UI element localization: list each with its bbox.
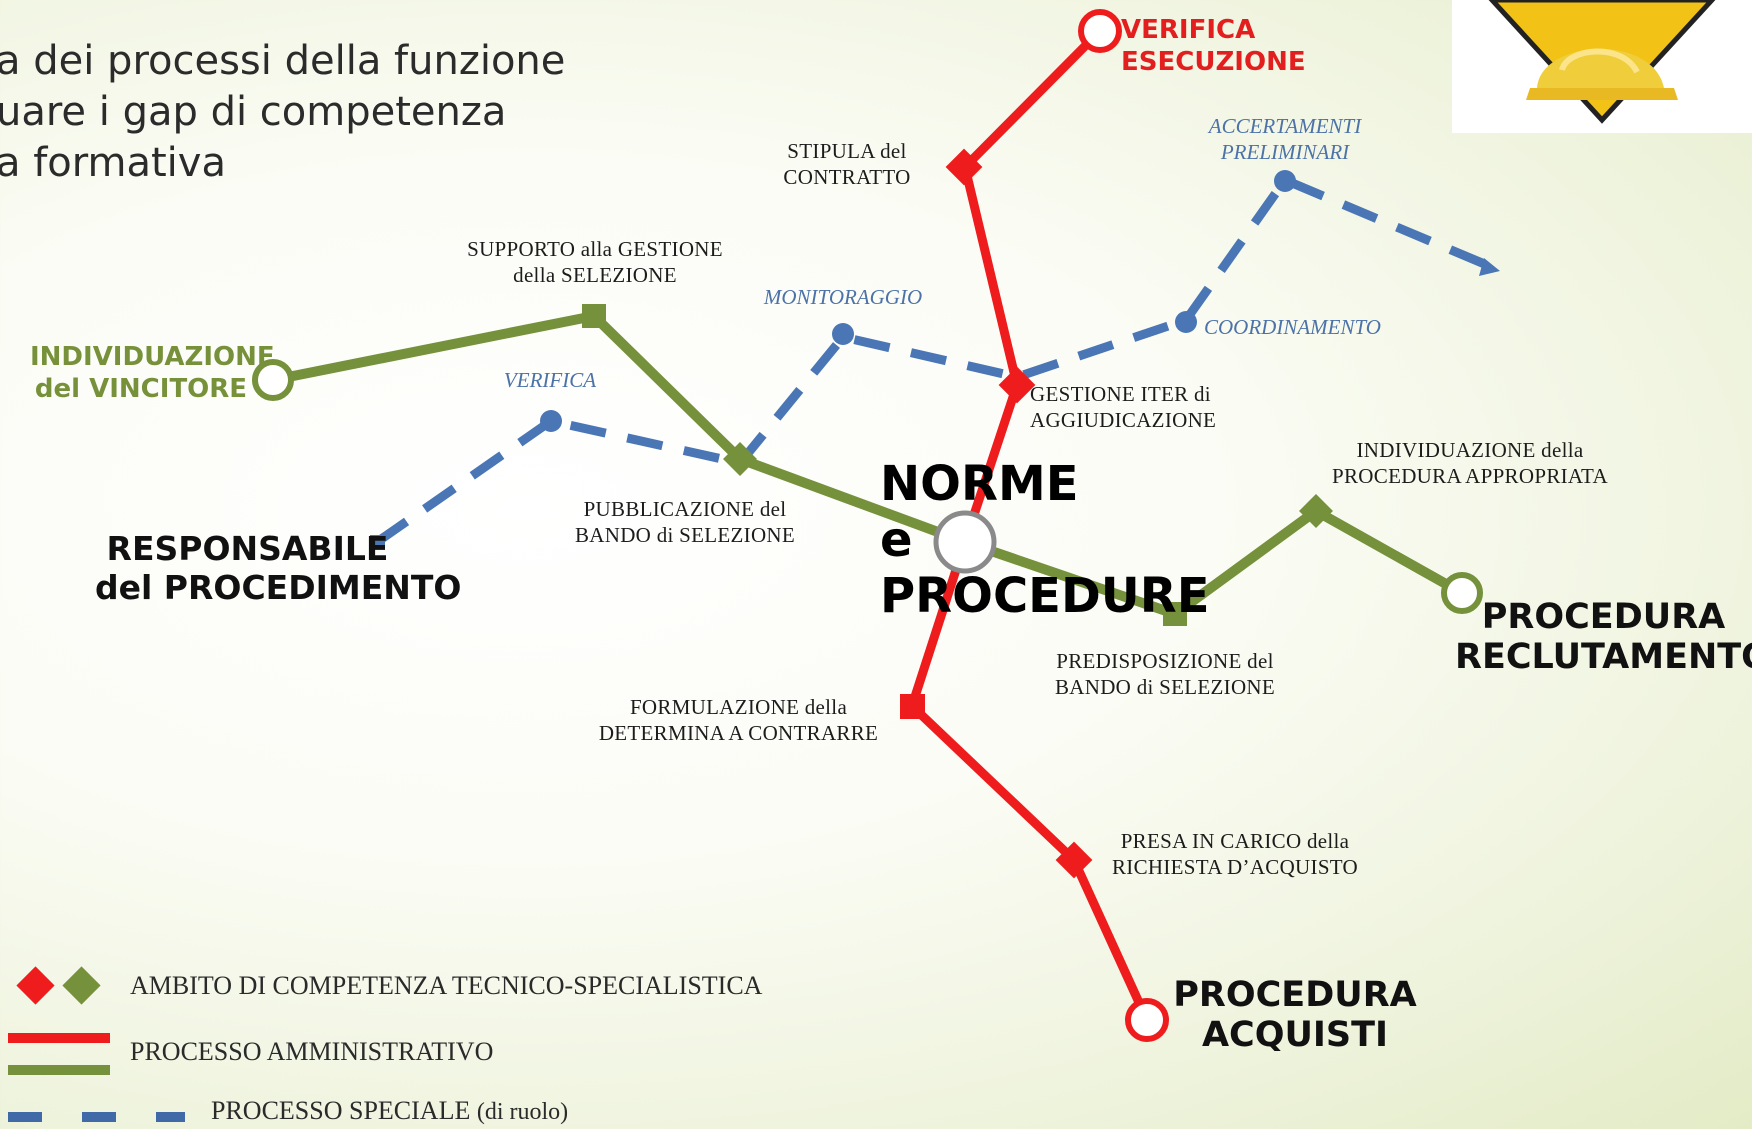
- legend-admin: PROCESSO AMMINISTRATIVO: [130, 1037, 494, 1066]
- label-gestione-iter: GESTIONE ITER di AGGIUDICAZIONE: [1030, 382, 1217, 432]
- intro-line-2: uare i gap di competenza: [0, 89, 507, 135]
- label-verifica-esecuzione: VERIFICA ESECUZIONE: [1121, 15, 1306, 77]
- green-terminal-procedura-reclutamento: [1441, 572, 1483, 614]
- red-stop-gestione-iter: [998, 366, 1036, 404]
- label-presa-in-carico: PRESA IN CARICO della RICHIESTA D’ACQUIS…: [1111, 829, 1359, 879]
- green-stop-pubblicazione: [723, 442, 757, 476]
- blue-stop-verifica: [540, 410, 562, 432]
- blue-stop-coordinamento: [1175, 311, 1197, 333]
- label-supporto: SUPPORTO alla GESTIONE della SELEZIONE: [467, 237, 723, 287]
- blue-line-arrow: [1479, 258, 1500, 276]
- label-pubblicazione: PUBBLICAZIONE del BANDO di SELEZIONE: [574, 497, 796, 547]
- helmet-logo: [1452, 0, 1752, 133]
- red-terminal-procedura-acquisti: [1125, 998, 1169, 1042]
- red-stop-presa-in-carico: [1055, 841, 1093, 879]
- hub-circle: [933, 510, 997, 574]
- green-stop-individuazione-procedura: [1299, 494, 1333, 528]
- legend-competence: AMBITO DI COMPETENZA TECNICO-SPECIALISTI…: [130, 971, 763, 1000]
- label-coordinamento: COORDINAMENTO: [1204, 315, 1381, 339]
- blue-stop-accertamenti: [1274, 170, 1296, 192]
- blue-start-square: [370, 535, 385, 550]
- hub-label: NORME e PROCEDURE: [880, 456, 1210, 624]
- red-stop-formulazione: [900, 694, 925, 719]
- label-monitoraggio: MONITORAGGIO: [763, 285, 923, 309]
- blue-line: [374, 174, 1496, 546]
- intro-line-3: a formativa: [0, 140, 226, 186]
- helmet-icon: [1488, 0, 1716, 124]
- red-stop-stipula: [945, 148, 983, 186]
- green-stop-supporto: [582, 304, 606, 328]
- green-terminal-individuazione-vincitore: [252, 359, 294, 401]
- label-verifica: VERIFICA: [503, 368, 597, 392]
- label-individuazione-vincitore: INDIVIDUAZIONE del VINCITORE: [30, 342, 275, 404]
- label-procedura-reclutamento: PROCEDURA RECLUTAMENTO: [1455, 597, 1752, 677]
- label-stipula: STIPULA del CONTRATTO: [783, 139, 911, 189]
- intro-text: a dei processi della funzione uare i gap…: [0, 36, 565, 189]
- legend-red-diamond: [16, 966, 55, 1005]
- label-individuazione-procedura: INDIVIDUAZIONE della PROCEDURA APPROPRIA…: [1332, 438, 1608, 488]
- red-terminal-verifica-esecuzione: [1078, 9, 1122, 53]
- label-procedura-acquisti: PROCEDURA ACQUISTI: [1173, 975, 1417, 1055]
- blue-stop-monitoraggio: [832, 323, 854, 345]
- label-predisposizione: PREDISPOSIZIONE del BANDO di SELEZIONE: [1054, 649, 1276, 699]
- label-formulazione: FORMULAZIONE della DETERMINA A CONTRARRE: [598, 695, 879, 745]
- label-accertamenti: ACCERTAMENTI PRELIMINARI: [1208, 114, 1362, 164]
- legend-special: PROCESSO SPECIALE (di ruolo): [211, 1096, 569, 1125]
- label-responsabile: RESPONSABILE del PROCEDIMENTO: [95, 529, 462, 607]
- intro-line-1: a dei processi della funzione: [0, 38, 566, 84]
- green-stop-predisposizione: [1163, 602, 1187, 626]
- legend-green-diamond: [62, 966, 101, 1005]
